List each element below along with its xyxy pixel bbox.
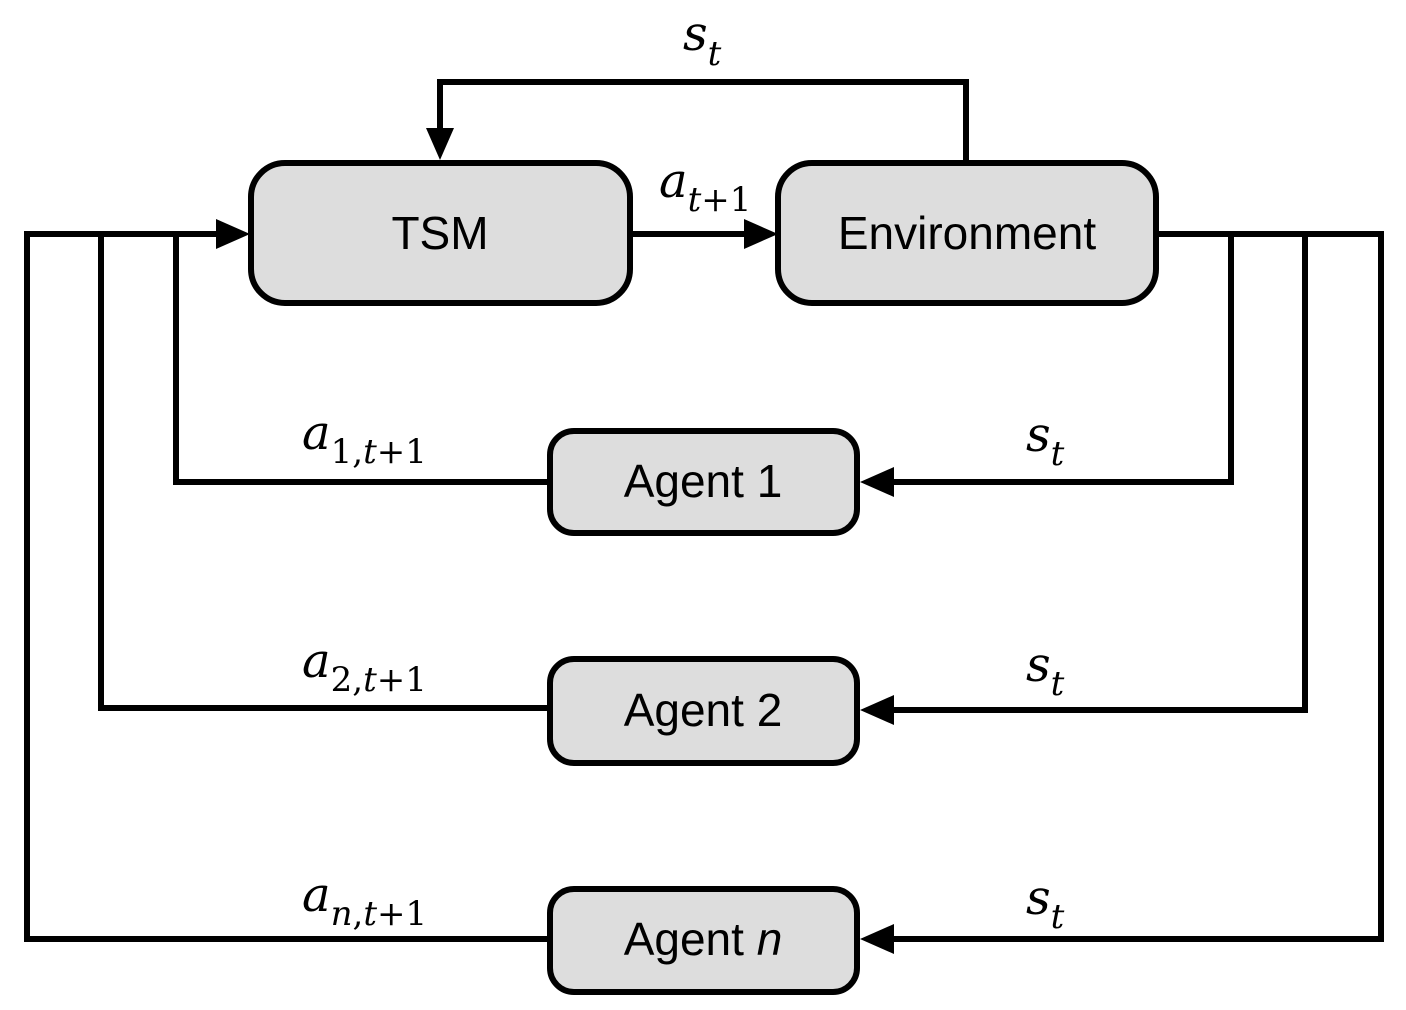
state-to-agent-2-wire [892, 234, 1308, 713]
environment-label: Environment [838, 207, 1096, 259]
tsm-box: TSM [248, 160, 633, 306]
state-feedback-wire [437, 79, 969, 161]
agent-2-action-label: a2,t+1 [302, 633, 427, 700]
agent-2-label: Agent 2 [624, 684, 783, 736]
arrowhead-into-environment [744, 219, 778, 249]
agent-n-label: Agent n [624, 913, 783, 965]
environment-box: Environment [775, 160, 1159, 306]
state-to-agent-1-label: st [1026, 407, 1065, 474]
agent-n-action-label: an,t+1 [302, 867, 427, 934]
state-to-agent-n-wire [892, 234, 1384, 942]
arrowhead-into-agent-2 [860, 695, 894, 725]
arrowhead-into-agent-n [860, 924, 894, 954]
agent-n-action-wire [24, 234, 550, 942]
state-feedback-label: st [683, 6, 722, 74]
tsm-action-label: at+1 [659, 153, 751, 220]
arrowhead-into-agent-1 [860, 467, 894, 497]
agent-n-box: Agent n [547, 886, 860, 995]
state-to-agent-2-label: st [1026, 637, 1065, 704]
agent-1-box: Agent 1 [547, 428, 860, 536]
agent-1-action-wire [173, 234, 550, 485]
arrowhead-into-tsm-top [426, 128, 454, 160]
agent-2-action-wire [98, 234, 550, 711]
state-to-agent-1-wire [892, 234, 1234, 485]
arrowhead-into-tsm-left [216, 219, 250, 249]
arrowheads [216, 128, 894, 954]
connectors [24, 79, 1384, 942]
state-to-agent-n-label: st [1026, 870, 1065, 937]
agent-1-action-label: a1,t+1 [302, 405, 427, 472]
tsm-label: TSM [391, 207, 488, 259]
agent-1-label: Agent 1 [624, 455, 783, 507]
agent-2-box: Agent 2 [547, 656, 860, 766]
